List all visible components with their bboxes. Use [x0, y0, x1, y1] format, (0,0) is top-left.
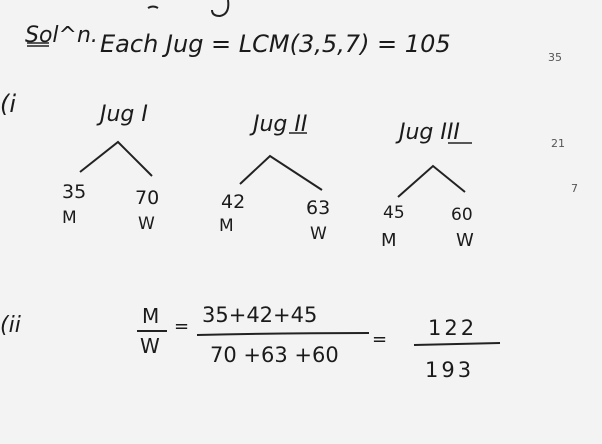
- margin-mark-2: 21: [551, 137, 565, 150]
- jug-2-title: Jug II: [253, 112, 308, 137]
- cropped-stroke-2: [211, 0, 230, 18]
- jug-1-men-value: 35: [62, 181, 87, 203]
- part-ii-marker: (ii: [0, 313, 21, 338]
- jug-3-title: Jug III: [399, 120, 460, 145]
- sum-denominator: 70 +63 +60: [210, 343, 339, 367]
- margin-mark-1: 35: [548, 51, 562, 64]
- jug-2-women-value: 63: [306, 197, 331, 219]
- jug-1-women-value: 70: [135, 187, 160, 209]
- jug-2-men-value: 42: [221, 191, 246, 213]
- ratio-numerator: M: [142, 304, 160, 328]
- result-numerator: 122: [428, 316, 478, 340]
- equals-sign-1: =: [174, 316, 190, 337]
- jug-2-men-tag: M: [219, 216, 234, 236]
- jug-3-women-value: 60: [451, 205, 473, 225]
- result-denominator: 193: [425, 358, 475, 382]
- jug-1-women-tag: W: [138, 214, 155, 234]
- equals-sign-2: =: [372, 329, 388, 350]
- jug-1-title: Jug I: [100, 102, 148, 127]
- jug-1-men-tag: M: [62, 208, 77, 228]
- cropped-stroke-1: [147, 5, 159, 9]
- jug-3-men-value: 45: [383, 203, 405, 223]
- jug-3-women-tag: W: [456, 230, 474, 251]
- solution-label: Sol^n.: [25, 23, 98, 48]
- part-i-marker: (i: [0, 90, 17, 118]
- jug-1-branches: [79, 140, 153, 177]
- jug-3-branches: [397, 164, 466, 198]
- jug-2-branches: [239, 154, 323, 191]
- result-fraction-bar: [413, 342, 501, 346]
- jug-2-women-tag: W: [310, 224, 327, 244]
- sum-fraction-bar: [196, 332, 370, 336]
- solution-statement: Each Jug = LCM(3,5,7) = 105: [100, 30, 451, 58]
- margin-mark-3: 7: [571, 182, 578, 195]
- sum-numerator: 35+42+45: [202, 303, 318, 327]
- ratio-denominator: W: [140, 334, 160, 358]
- jug-3-men-tag: M: [381, 230, 397, 251]
